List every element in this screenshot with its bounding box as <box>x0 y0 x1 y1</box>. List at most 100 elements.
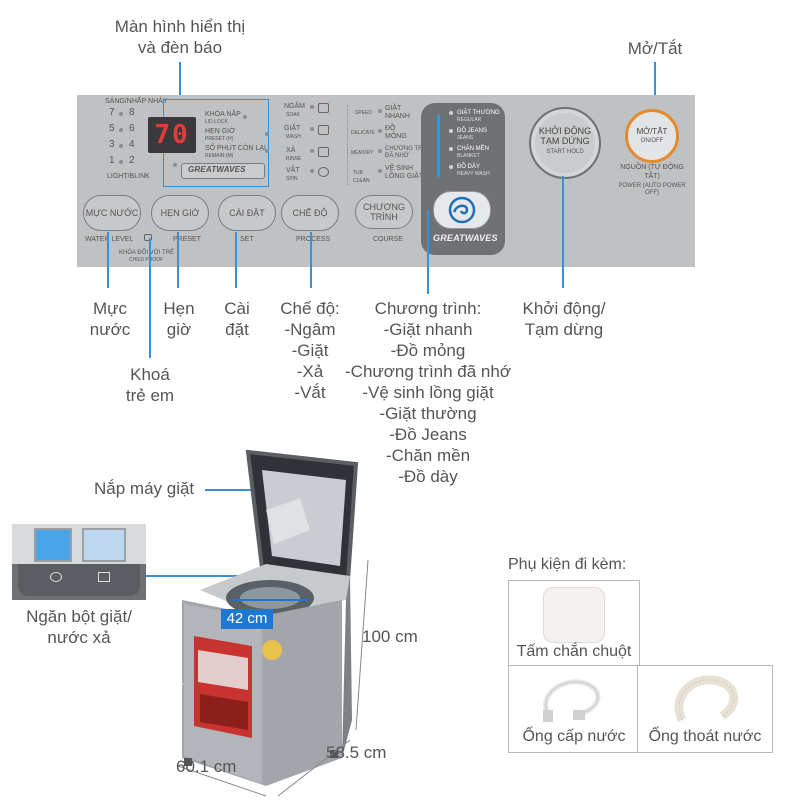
course-led <box>449 111 453 115</box>
callout-course-5: -Vệ sinh lồng giặt <box>362 383 494 402</box>
course-label-en: COURSE <box>373 236 403 243</box>
inlet-hose-image <box>543 679 601 722</box>
leader-start <box>562 176 564 288</box>
indicator-lid-lock-en: LID LOCK <box>205 119 228 125</box>
callout-course: Chương trình: -Giặt nhanh -Đồ mỏng -Chươ… <box>336 298 520 487</box>
num-led <box>119 144 123 148</box>
callout-start: Khởi động/ Tạm dừng <box>504 298 624 340</box>
course-regular-en: REGULAR <box>457 117 482 123</box>
water-level-button[interactable]: MỰC NƯỚC <box>83 195 141 231</box>
leader-power <box>654 62 656 110</box>
set-label-en: SET <box>240 236 254 243</box>
child-lock-label-en: CHILD PROOF <box>129 257 164 263</box>
num-2: 2 <box>129 155 135 166</box>
callout-detergent-1: Ngăn bột giặt/ <box>26 607 132 626</box>
callout-water-level-1: Mực <box>92 299 128 318</box>
greatwaves-wave-button[interactable] <box>433 191 491 229</box>
preset-button[interactable]: HẸN GIỜ <box>151 195 209 231</box>
accessory-inlet-hose: Ống cấp nước <box>508 665 640 753</box>
process-icon <box>318 147 329 157</box>
callout-child-lock-2: trẻ em <box>125 386 175 405</box>
callout-display-line2: và đèn báo <box>137 38 223 57</box>
callout-course-8: -Chăn mền <box>385 446 471 465</box>
mouse-guard-image <box>543 587 605 643</box>
accessory-drain-hose: Ống thoát nước <box>637 665 773 753</box>
process-spin: VẮT <box>286 167 300 174</box>
front-badge <box>262 640 282 660</box>
course-tubclean-en: TUB CLEAN <box>353 170 370 184</box>
machine-side <box>342 576 352 758</box>
callout-child-lock: Khoá trẻ em <box>112 364 188 406</box>
power-label-en: ON/OFF <box>640 138 664 144</box>
process-label-en: PROCESS <box>296 236 331 243</box>
dim-drum-label: 42 cm <box>221 609 273 629</box>
leader-preset <box>177 232 179 288</box>
course-speed-2: NHANH <box>385 113 410 120</box>
process-soak: NGÂM <box>284 103 305 110</box>
dim-width-label: 60.1 cm <box>176 757 237 776</box>
display-digits: 70 <box>154 120 190 150</box>
callout-start-2: Tạm dừng <box>524 320 604 339</box>
accessory-label: Ống cấp nước <box>522 728 626 745</box>
course-blanket-en: BLANKET <box>457 153 480 159</box>
detergent-drawer-photo <box>12 524 146 600</box>
process-led <box>310 105 314 109</box>
course-speed: GIẶT <box>385 105 402 112</box>
detergent-icon <box>50 572 62 582</box>
process-icon <box>318 103 329 113</box>
process-led <box>310 149 314 153</box>
callout-start-1: Khởi động/ <box>522 299 606 318</box>
course-memory-2: ĐÃ NHỚ <box>385 153 409 159</box>
num-7: 7 <box>109 107 115 118</box>
dim-depth-label: 58.5 cm <box>326 743 387 762</box>
callout-process-1: Chế độ: <box>280 299 340 318</box>
process-button[interactable]: CHẾ ĐỘ <box>281 195 339 231</box>
course-tubclean-2: LỒNG GIẶT <box>385 173 424 180</box>
indicator-led <box>265 149 269 153</box>
numpad: 7 8 5 6 3 4 1 2 <box>109 107 153 179</box>
course-button[interactable]: CHƯƠNG TRÌNH <box>355 195 413 229</box>
start-hold-label-en: START HOLD <box>546 149 584 155</box>
dim-height-label: 100 cm <box>362 627 418 646</box>
num-1: 1 <box>109 155 115 166</box>
power-note: NGUỒN (TỰ ĐỘNG TẮT) <box>620 164 684 180</box>
callout-preset-2: giờ <box>166 320 192 339</box>
course-memory: CHƯƠNG TRÌNH <box>385 146 433 152</box>
leader-display <box>179 62 181 120</box>
callout-course-4: -Chương trình đã nhớ <box>345 362 511 381</box>
drawer-front <box>18 564 140 596</box>
callout-process-5: -Vắt <box>294 383 326 402</box>
course-led <box>449 129 453 133</box>
callout-power: Mở/Tắt <box>627 39 683 58</box>
course-heavy: ĐỒ DÀY <box>457 164 481 170</box>
drain-hose-image <box>674 675 739 723</box>
callout-display-line1: Màn hình hiển thị <box>114 17 246 36</box>
drawer-compartment-left <box>34 528 72 562</box>
wave-icon <box>448 196 476 224</box>
process-spin-en: SPIN <box>286 176 298 182</box>
power-button[interactable]: MỞ/TẮT ON/OFF <box>625 109 679 163</box>
indicator-remain: SỐ PHÚT CÒN LẠI <box>205 145 266 152</box>
led-display: 70 <box>148 117 196 153</box>
process-rinse: XẢ <box>286 147 296 154</box>
indicator-preset-en: PRESET (H) <box>205 136 234 142</box>
leader-process <box>310 232 312 288</box>
softener-icon <box>98 572 110 582</box>
start-hold-label: KHỞI ĐỘNG TẠM DỪNG <box>538 126 592 146</box>
water-level-label-en: WATER LEVEL <box>85 236 134 243</box>
course-tubclean: VỆ SINH <box>385 165 414 172</box>
callout-process-3: -Giặt <box>291 341 329 360</box>
callout-course-1: Chương trình: <box>374 299 482 318</box>
course-led <box>378 149 382 153</box>
num-6: 6 <box>129 123 135 134</box>
process-list: NGÂM SOAK GIẶT WASH XẢ RINSE VẮT SPIN <box>284 103 334 187</box>
leader-child-lock <box>149 238 151 358</box>
num-5: 5 <box>109 123 115 134</box>
accessory-mouse-guard: Tấm chắn chuột <box>508 580 640 668</box>
course-jeans: ĐỒ JEANS <box>457 128 488 134</box>
dim-depth-line <box>277 739 351 797</box>
set-button[interactable]: CÀI ĐẶT <box>218 195 276 231</box>
course-list-left: SPEED GIẶT NHANH DELICATE ĐỒ MỎNG MEMORY… <box>347 105 433 189</box>
course-regular: GIẶT THƯỜNG <box>457 110 500 116</box>
start-hold-button[interactable]: KHỞI ĐỘNG TẠM DỪNG START HOLD <box>529 107 601 179</box>
